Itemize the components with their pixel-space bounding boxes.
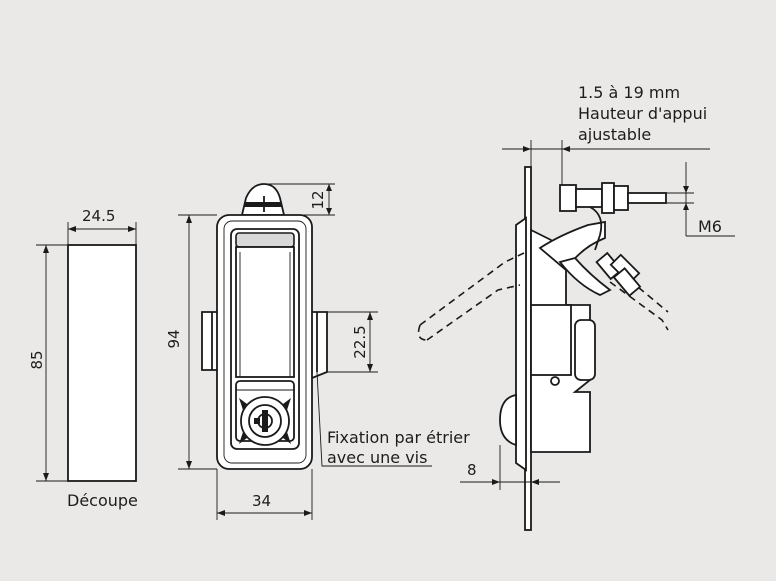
nut-1 xyxy=(559,184,577,212)
lock-cam xyxy=(530,304,572,376)
thread-label: M6 xyxy=(698,217,722,236)
lever-open-dashed-1 xyxy=(419,252,525,326)
side-view xyxy=(417,140,735,531)
side-bracket xyxy=(499,393,517,447)
threaded-rod xyxy=(575,188,603,208)
body-width-label: 34 xyxy=(252,492,272,510)
bracket-height-label: 22.5 xyxy=(351,325,369,359)
lever-open-dashed-2 xyxy=(426,284,521,341)
front-view xyxy=(178,183,432,520)
bolt-tip xyxy=(627,192,667,204)
mounting-flange xyxy=(515,216,527,472)
nut-open-3 xyxy=(612,267,642,297)
screw-open-dashed-1 xyxy=(609,281,669,331)
right-bracket xyxy=(311,311,328,379)
nut-2 xyxy=(601,182,615,214)
range-label-line3: ajustable xyxy=(578,125,652,144)
body-height-label: 94 xyxy=(165,329,183,349)
cutout-caption: Découpe xyxy=(67,491,138,510)
range-label-line1: 1.5 à 19 mm xyxy=(578,83,681,102)
cutout-view xyxy=(36,222,137,482)
key-knob xyxy=(574,319,596,381)
left-bracket xyxy=(201,311,217,371)
handle-knob xyxy=(240,183,286,216)
fixation-leader xyxy=(316,371,432,467)
cutout-height-label: 85 xyxy=(28,350,46,370)
cutout-width-label: 24.5 xyxy=(82,207,116,225)
depth-label: 8 xyxy=(467,461,477,479)
fixation-label-line2: avec une vis xyxy=(327,448,428,467)
fixation-label-line1: Fixation par étrier xyxy=(327,428,470,447)
nut-3 xyxy=(613,185,629,211)
cutout-rect xyxy=(67,244,137,482)
handle-lever xyxy=(235,246,295,378)
range-label-line2: Hauteur d'appui xyxy=(578,104,708,123)
handle-top-label: 12 xyxy=(309,190,327,210)
